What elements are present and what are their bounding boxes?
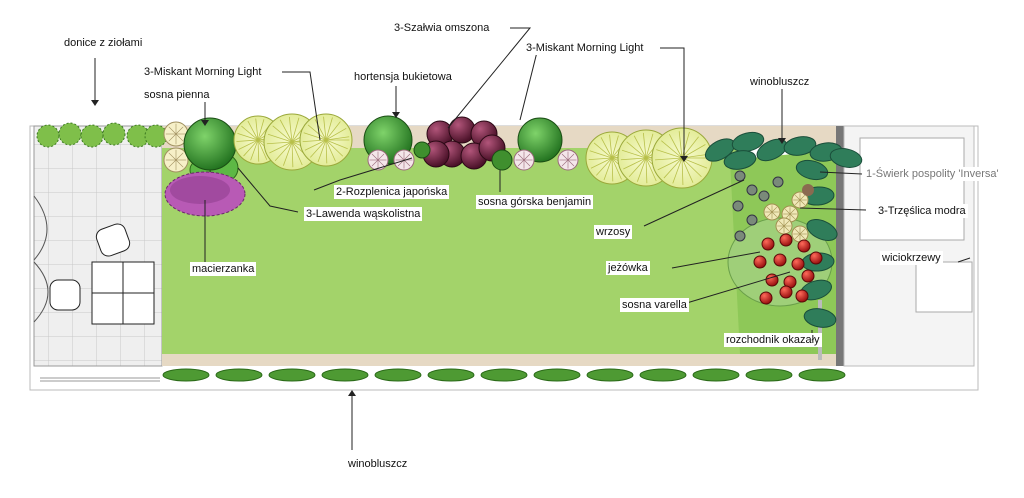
pennisetum-small (163, 121, 189, 147)
label-heather: wrzosy (594, 225, 633, 239)
label-lavender: 3-Lawenda wąskolistna (304, 207, 423, 221)
echinacea (795, 289, 809, 303)
virginia-creeper-hedge (162, 368, 846, 382)
label-virginia-creeper-top: winobluszcz (748, 75, 812, 89)
miscanthus (299, 113, 353, 167)
leader-lines (94, 27, 971, 450)
bench-box (915, 261, 973, 313)
terrace-paving (33, 125, 163, 367)
hedge-plant (533, 368, 581, 382)
pennisetum-pink (367, 149, 389, 171)
chair-top (95, 223, 131, 257)
heather (734, 170, 746, 182)
label-pennisetum: 2-Rozplenica japońska (334, 185, 450, 199)
label-echinacea: jeżówka (606, 261, 650, 275)
herb-pot (102, 122, 126, 146)
tradescantia (763, 203, 781, 221)
hedge-plant (586, 368, 634, 382)
hedge-plant (639, 368, 687, 382)
label-thyme: macierzanka (190, 262, 257, 276)
heather (734, 230, 746, 242)
hedge-plant (268, 368, 316, 382)
herb-pot (36, 124, 60, 148)
virginia-creeper (704, 131, 863, 328)
echinacea (753, 255, 767, 269)
heather (772, 176, 784, 188)
mountain-pine (491, 149, 513, 171)
heather (732, 200, 744, 212)
label-virginia-creeper-bottom: winobluszcz (346, 457, 410, 471)
pennisetum-pink (557, 149, 579, 171)
tradescantia (775, 217, 793, 235)
pine-standard (183, 117, 237, 171)
echinacea (779, 233, 793, 247)
label-spruce: 1-Świerk pospolity 'Inversa' (864, 167, 1001, 181)
arrow-heads (91, 100, 786, 396)
echinacea (791, 257, 805, 271)
hedge-plant (374, 368, 422, 382)
label-salvia: 3-Szałwia omszona (392, 21, 492, 35)
hydrangea (448, 116, 476, 144)
label-herb-pots: donice z ziołami (62, 36, 145, 50)
heather (758, 190, 770, 202)
wall (836, 126, 844, 366)
echinacea (759, 291, 773, 305)
pennisetum-pink (513, 149, 535, 171)
label-miscanthus-left: 3-Miskant Morning Light (142, 65, 264, 79)
pennisetum-small (163, 147, 189, 173)
herb-pot (58, 122, 82, 146)
hedge-plant (162, 368, 210, 382)
hedge-plant (215, 368, 263, 382)
label-tradescantia: 3-Trzęślica modra (876, 204, 968, 218)
hedge-plant (798, 368, 846, 382)
spruce (802, 184, 814, 196)
echinacea (779, 285, 793, 299)
label-mountain-pine: sosna górska benjamin (476, 195, 594, 209)
label-sedum: rozchodnik okazały (724, 333, 822, 347)
label-miscanthus-right: 3-Miskant Morning Light (524, 41, 646, 55)
hedge-plant (321, 368, 369, 382)
chair-left (49, 279, 81, 311)
echinacea (761, 237, 775, 251)
hedge-plant (427, 368, 475, 382)
hedge-plant (745, 368, 793, 382)
hedge-plant (480, 368, 528, 382)
plants (163, 113, 863, 328)
front-path (162, 354, 842, 366)
label-honeysuckle: wiciokrzewy (880, 251, 943, 265)
shed (859, 137, 965, 241)
heather (746, 214, 758, 226)
heather (746, 184, 758, 196)
label-hydrangea: hortensja bukietowa (352, 70, 454, 84)
label-pine-varella: sosna varella (620, 298, 689, 312)
mountain-pine (413, 141, 431, 159)
echinacea (801, 269, 815, 283)
echinacea (809, 251, 823, 265)
echinacea (797, 239, 811, 253)
tradescantia (791, 225, 809, 243)
echinacea (773, 253, 787, 267)
label-pine-standard: sosna pienna (142, 88, 212, 102)
herb-pots (36, 122, 168, 148)
hedge-plant (692, 368, 740, 382)
herb-pot (80, 124, 104, 148)
